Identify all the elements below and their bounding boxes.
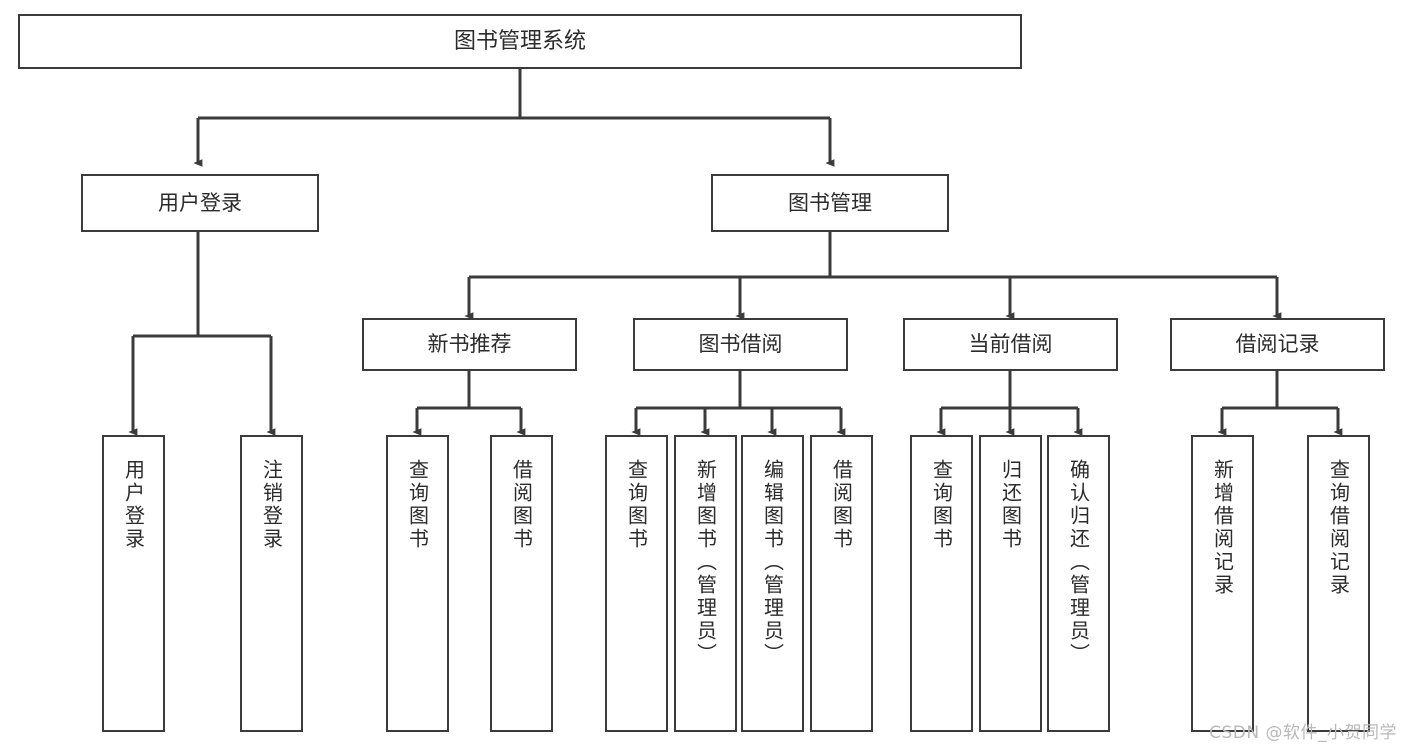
node-leaf-return-book[interactable]: 归还图书 xyxy=(979,435,1042,732)
node-book-borrow[interactable]: 图书借阅 xyxy=(633,318,848,371)
node-label: 新书推荐 xyxy=(427,332,512,357)
node-label: 图书管理 xyxy=(788,190,872,215)
node-label: 当前借阅 xyxy=(968,332,1053,357)
node-label: 借阅图书 xyxy=(829,459,854,551)
node-leaf-add-book-admin[interactable]: 新增图书（管理员） xyxy=(674,435,737,732)
node-label: 借阅记录 xyxy=(1235,332,1320,357)
node-label: 查询图书 xyxy=(929,459,954,551)
node-label: 图书管理系统 xyxy=(453,28,586,54)
node-new-book-recommend[interactable]: 新书推荐 xyxy=(362,318,577,371)
node-label: 查询图书 xyxy=(624,459,649,551)
node-label: 查询借阅记录 xyxy=(1326,459,1351,597)
node-leaf-edit-book-admin[interactable]: 编辑图书（管理员） xyxy=(741,435,804,732)
node-leaf-query-book-borrow[interactable]: 查询图书 xyxy=(605,435,668,732)
node-leaf-query-book-current[interactable]: 查询图书 xyxy=(910,435,973,732)
node-current-borrow[interactable]: 当前借阅 xyxy=(903,318,1118,371)
node-label: 编辑图书（管理员） xyxy=(760,459,785,666)
node-leaf-query-book-recommend[interactable]: 查询图书 xyxy=(386,435,449,732)
node-borrow-record[interactable]: 借阅记录 xyxy=(1170,318,1385,371)
node-leaf-add-borrow-record[interactable]: 新增借阅记录 xyxy=(1191,435,1254,732)
node-leaf-query-borrow-record[interactable]: 查询借阅记录 xyxy=(1307,435,1370,732)
node-label: 借阅图书 xyxy=(509,459,534,551)
node-label: 注销登录 xyxy=(259,459,284,551)
node-label: 图书借阅 xyxy=(698,332,783,357)
node-label: 用户登录 xyxy=(121,459,146,551)
node-label: 新增借阅记录 xyxy=(1210,459,1235,597)
node-label: 用户登录 xyxy=(158,190,242,215)
node-book-management[interactable]: 图书管理 xyxy=(711,174,949,232)
node-user-login[interactable]: 用户登录 xyxy=(81,174,319,232)
node-leaf-user-login[interactable]: 用户登录 xyxy=(102,435,165,732)
node-label: 新增图书（管理员） xyxy=(693,459,718,666)
node-root-system[interactable]: 图书管理系统 xyxy=(18,14,1022,69)
node-label: 确认归还（管理员） xyxy=(1066,459,1091,666)
node-leaf-borrow-book-recommend[interactable]: 借阅图书 xyxy=(490,435,553,732)
node-leaf-borrow-book[interactable]: 借阅图书 xyxy=(810,435,873,732)
node-label: 归还图书 xyxy=(998,459,1023,551)
node-leaf-logout[interactable]: 注销登录 xyxy=(240,435,303,732)
node-label: 查询图书 xyxy=(405,459,430,551)
node-leaf-confirm-return-admin[interactable]: 确认归还（管理员） xyxy=(1047,435,1110,732)
